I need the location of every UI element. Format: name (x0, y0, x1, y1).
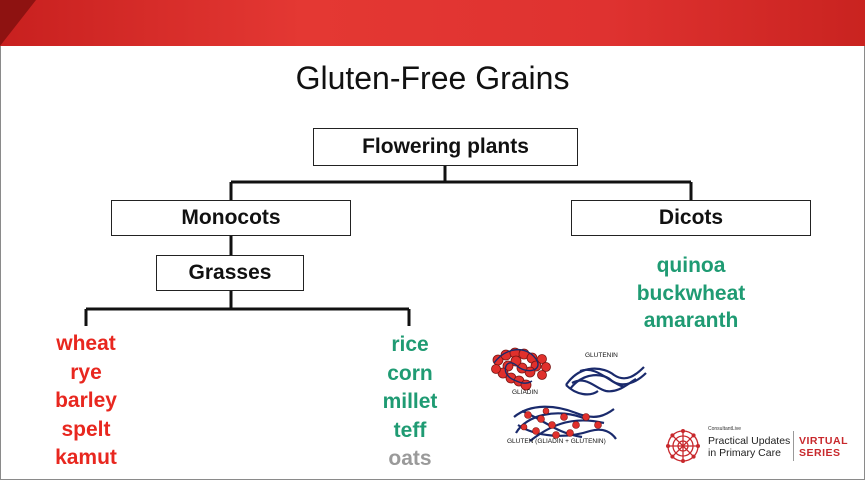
list-item: wheat (56, 332, 116, 355)
list-item: corn (387, 361, 433, 385)
brand-title-line2: in Primary Care (708, 447, 781, 459)
gluten-network-icon (513, 405, 617, 442)
gluten-label: GLUTEN (GLIADIN + GLUTENIN) (507, 438, 606, 445)
header-banner (0, 0, 865, 46)
brand-series-line1: VIRTUAL (799, 435, 848, 447)
list-item: rye (70, 360, 102, 384)
glutenin-strand-icon (565, 366, 647, 396)
list-item: quinoa (656, 254, 726, 277)
brand-small-mark: ConsultantLive (708, 426, 742, 432)
banner-accent (0, 0, 36, 46)
list-item: kamut (55, 446, 117, 469)
list-item: spelt (61, 417, 111, 441)
list-item: buckwheat (636, 281, 746, 305)
gluten-free-grass-list: rice corn millet teff oats (355, 331, 465, 474)
glutenin-label: GLUTENIN (585, 352, 618, 359)
gluten-grain-list: wheat rye barley spelt kamut (30, 330, 142, 473)
list-item: millet (382, 390, 438, 413)
brand-series-line2: SERIES (799, 447, 841, 459)
node-monocots: Monocots (111, 200, 351, 236)
node-grasses: Grasses (156, 255, 304, 291)
gliadin-label: GLIADIN (512, 389, 539, 396)
gliadin-cluster-icon (491, 347, 551, 391)
list-item: barley (55, 389, 117, 412)
list-item: rice (391, 333, 429, 356)
node-dicots: Dicots (571, 200, 811, 236)
list-item: teff (393, 418, 427, 442)
gluten-protein-illustration (491, 347, 647, 442)
brand-title-line1: Practical Updates (708, 435, 791, 447)
brand-divider (793, 431, 794, 461)
node-flowering-plants: Flowering plants (313, 128, 578, 166)
list-item: oats (388, 447, 432, 470)
list-item: amaranth (643, 309, 739, 332)
brand-logo-icon (666, 429, 700, 463)
slide-title: Gluten-Free Grains (295, 60, 570, 96)
series-branding: ConsultantLive Practical Updates in Prim… (666, 426, 851, 466)
dicot-grain-list: quinoa buckwheat amaranth (611, 252, 771, 335)
